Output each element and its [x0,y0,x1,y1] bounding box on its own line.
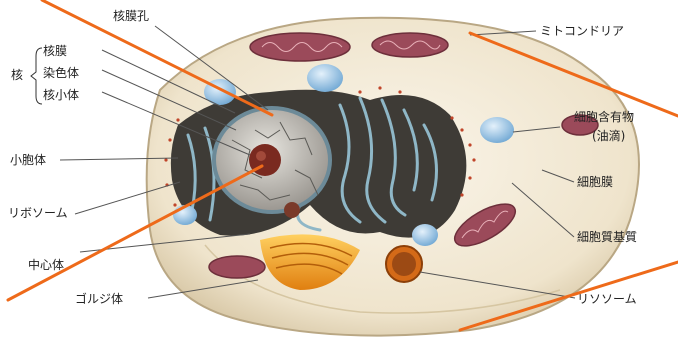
label-lysosome: リソソーム [577,292,637,306]
label-ribosome: リボソーム [8,206,68,220]
label-cell-membrane: 細胞膜 [577,175,613,189]
label-oil-droplet: (油滴) [592,129,625,143]
label-nuclear-membrane: 核膜 [43,44,67,58]
label-chromatin: 染色体 [43,66,79,80]
nucleus [214,108,330,212]
nucleus-bracket [31,48,42,104]
ribosome-cluster [284,202,300,218]
lysosome-shape [386,246,422,282]
label-cytoplasmic-matrix: 細胞質基質 [577,230,637,244]
label-nuclear-pore: 核膜孔 [113,9,149,23]
label-centriole: 中心体 [28,258,64,272]
label-cell-inclusion: 細胞含有物 [574,110,634,124]
label-golgi: ゴルジ体 [75,292,123,306]
label-nucleus: 核 [11,68,23,82]
label-mitochondria: ミトコンドリア [540,24,624,38]
label-vesicle: 小胞体 [10,153,46,167]
label-nucleolus: 核小体 [43,88,79,102]
